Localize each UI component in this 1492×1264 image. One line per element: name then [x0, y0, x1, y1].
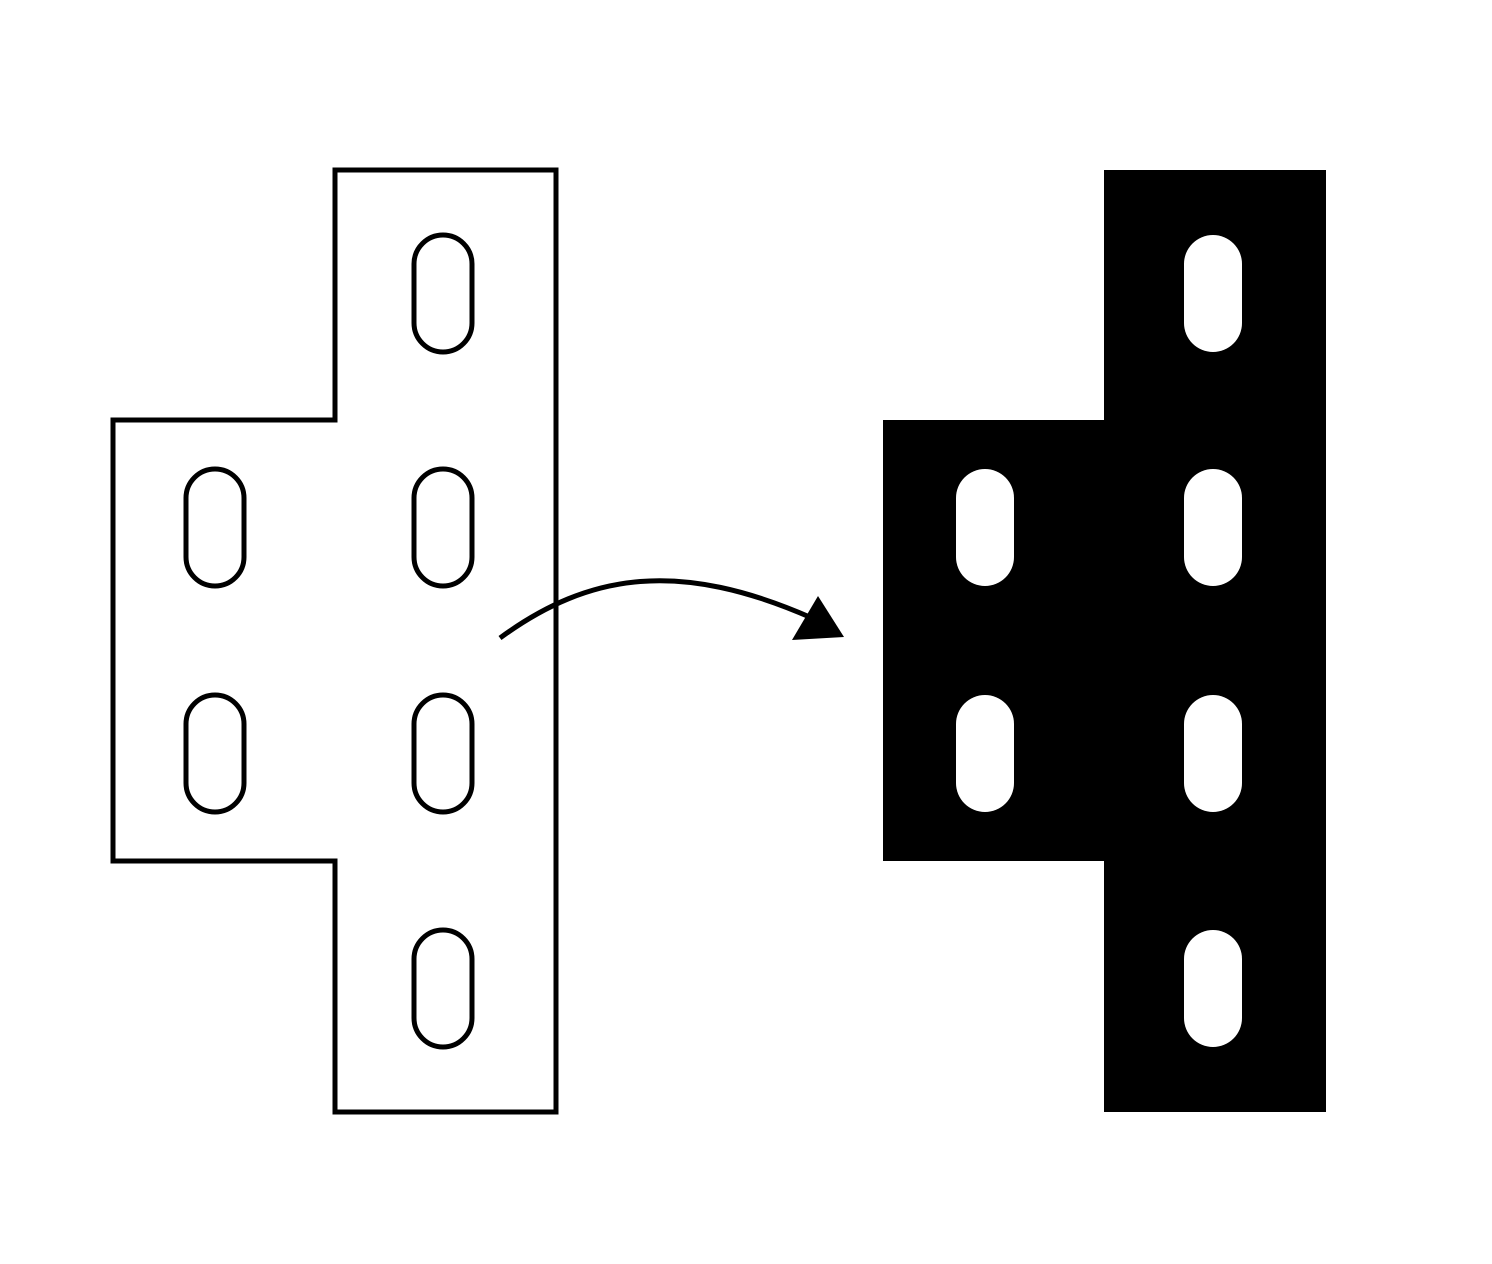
outlined-plate-slots — [183, 232, 475, 1050]
filled-plate-slots — [956, 235, 1242, 1047]
filled-slot — [1184, 695, 1242, 812]
outlined-slot — [411, 232, 475, 355]
transform-arrow — [498, 578, 844, 641]
filled-slot — [956, 469, 1014, 586]
outlined-slot — [411, 466, 475, 589]
filled-slot — [956, 695, 1014, 812]
filled-plate — [883, 170, 1326, 1112]
filled-slot — [1184, 235, 1242, 352]
transform-arrow-head — [792, 596, 844, 640]
transform-arrow-curve — [498, 578, 814, 641]
outlined-slot — [411, 692, 475, 815]
filled-plate-body — [883, 170, 1326, 1112]
outlined-slot — [183, 466, 247, 589]
outlined-slot — [183, 692, 247, 815]
filled-slot — [1184, 930, 1242, 1047]
outlined-slot — [411, 927, 475, 1050]
outlined-plate — [110, 167, 559, 1115]
filled-slot — [1184, 469, 1242, 586]
outlined-plate-body — [110, 167, 559, 1115]
